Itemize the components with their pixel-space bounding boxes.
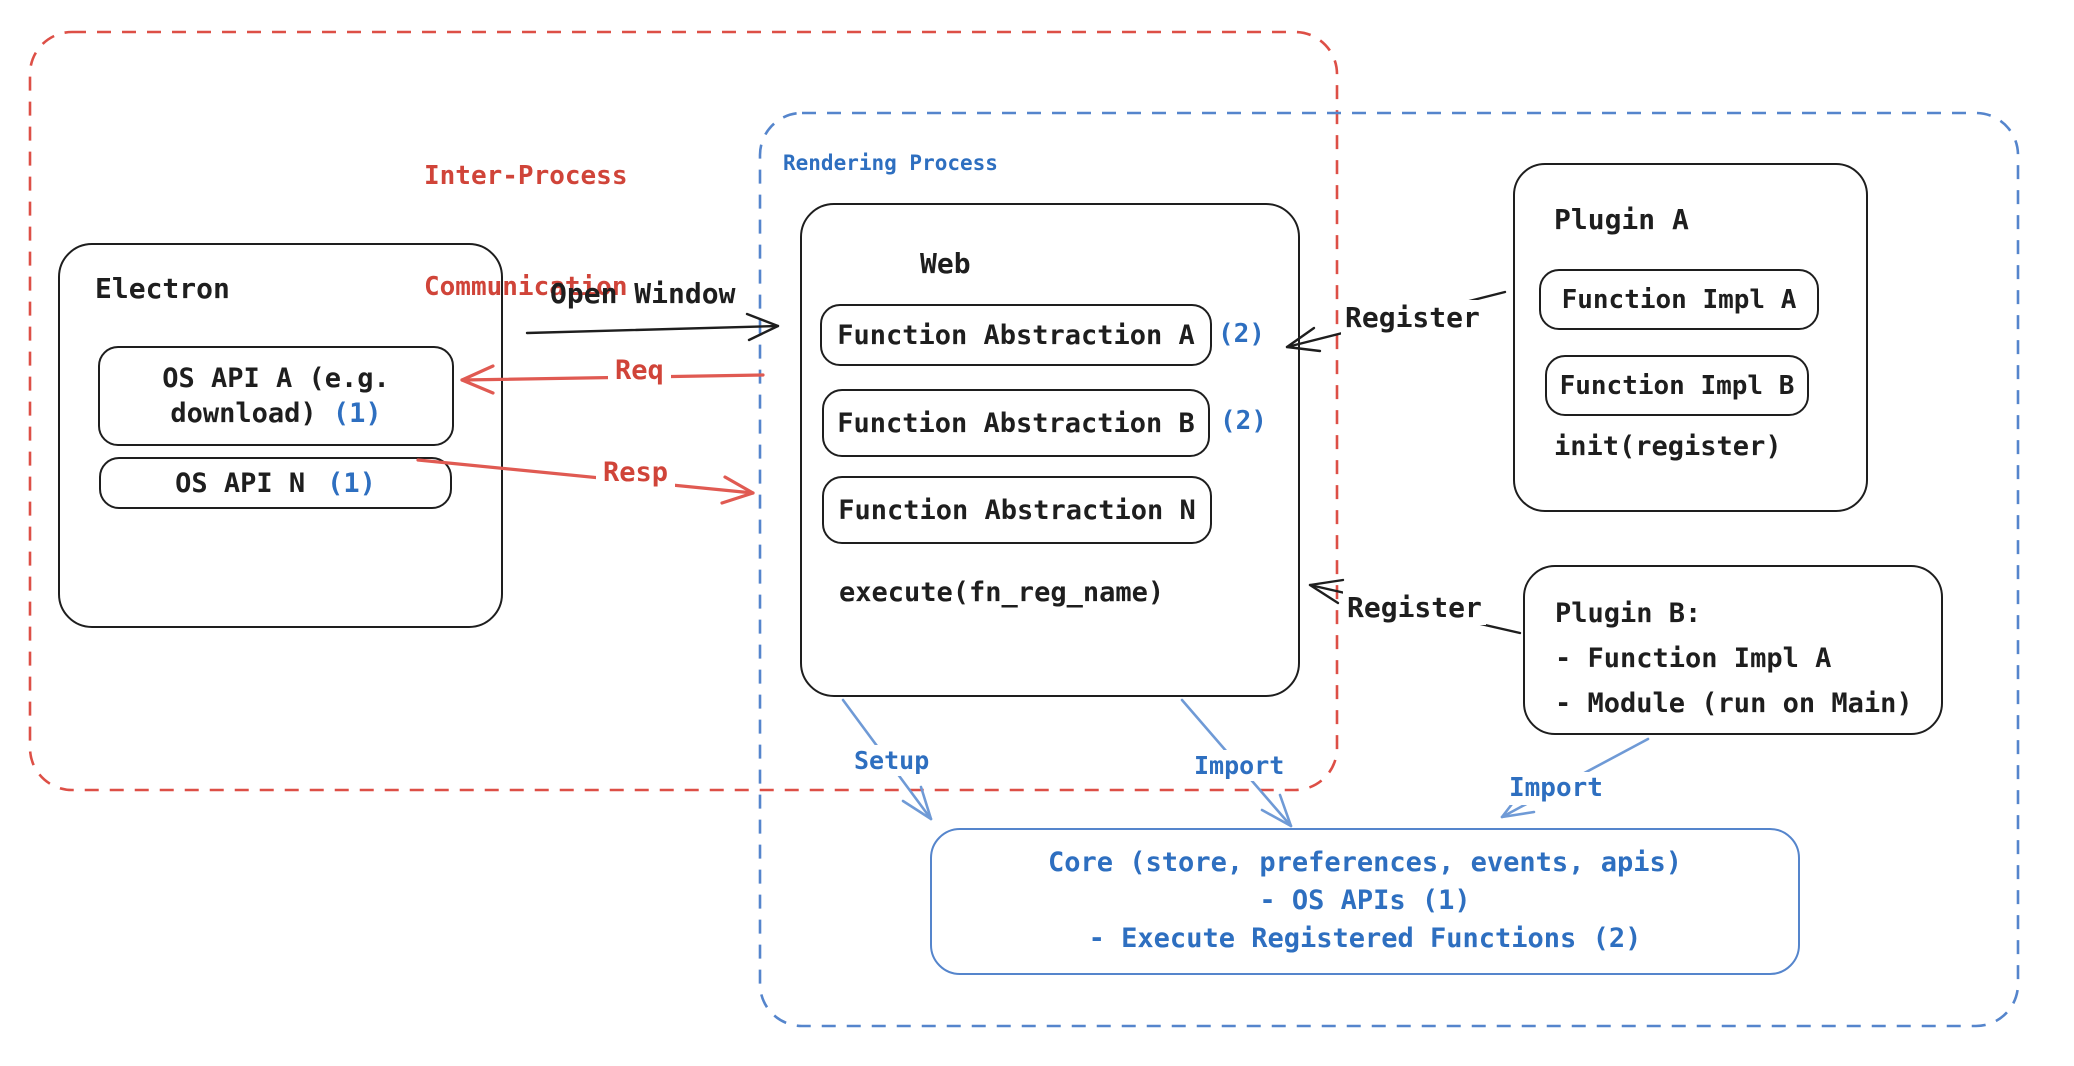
plugin-a-box: Plugin A Function Impl A Function Impl B… xyxy=(1513,163,1868,512)
web-title: Web xyxy=(920,247,971,280)
function-abstraction-a-box: Function Abstraction A xyxy=(820,304,1212,366)
req-label: Req xyxy=(608,354,671,388)
os-api-n-box: OS API N (1) xyxy=(99,457,452,509)
open-window-label: Open Window xyxy=(550,277,736,310)
rendering-region-label: Rendering Process xyxy=(783,151,998,175)
plugin-b-item-2: - Module (run on Main) xyxy=(1555,688,1913,719)
init-register-label: init(register) xyxy=(1554,431,1782,462)
function-abstraction-b-badge: (2) xyxy=(1220,406,1267,436)
os-api-a-badge: (1) xyxy=(332,398,382,429)
os-api-n-badge: (1) xyxy=(327,467,376,499)
core-item-1: - OS APIs (1) xyxy=(1259,885,1471,916)
function-impl-a-box: Function Impl A xyxy=(1539,269,1819,330)
web-box: Web Function Abstraction A (2) Function … xyxy=(800,203,1300,697)
os-api-n-label: OS API N xyxy=(175,467,306,499)
function-abstraction-b-box: Function Abstraction B xyxy=(822,389,1210,457)
core-title: Core (store, preferences, events, apis) xyxy=(1048,847,1682,878)
function-abstraction-a-badge: (2) xyxy=(1218,319,1265,349)
setup-label: Setup xyxy=(847,745,937,777)
electron-title: Electron xyxy=(95,272,230,305)
import-web-label: Import xyxy=(1187,750,1292,782)
plugin-b-item-1: - Function Impl A xyxy=(1555,643,1832,674)
resp-label: Resp xyxy=(596,456,676,490)
ipc-label-line1: Inter-Process xyxy=(424,161,628,191)
core-item-2: - Execute Registered Functions (2) xyxy=(1088,923,1642,954)
register-top-label: Register xyxy=(1341,300,1484,335)
ipc-region-label: Inter-Process Communication xyxy=(424,84,628,380)
import-plugin-label: Import xyxy=(1502,772,1610,805)
plugin-b-box: Plugin B: - Function Impl A - Module (ru… xyxy=(1523,565,1943,735)
function-impl-b-box: Function Impl B xyxy=(1545,355,1809,416)
plugin-a-title: Plugin A xyxy=(1554,203,1689,236)
execute-function-label: execute(fn_reg_name) xyxy=(839,577,1165,608)
function-abstraction-n-box: Function Abstraction N xyxy=(822,476,1212,544)
register-bottom-label: Register xyxy=(1343,590,1486,625)
plugin-b-title: Plugin B: xyxy=(1555,598,1702,629)
core-box: Core (store, preferences, events, apis) … xyxy=(930,828,1800,975)
os-api-a-box: OS API A (e.g. download) (1) xyxy=(98,346,454,446)
